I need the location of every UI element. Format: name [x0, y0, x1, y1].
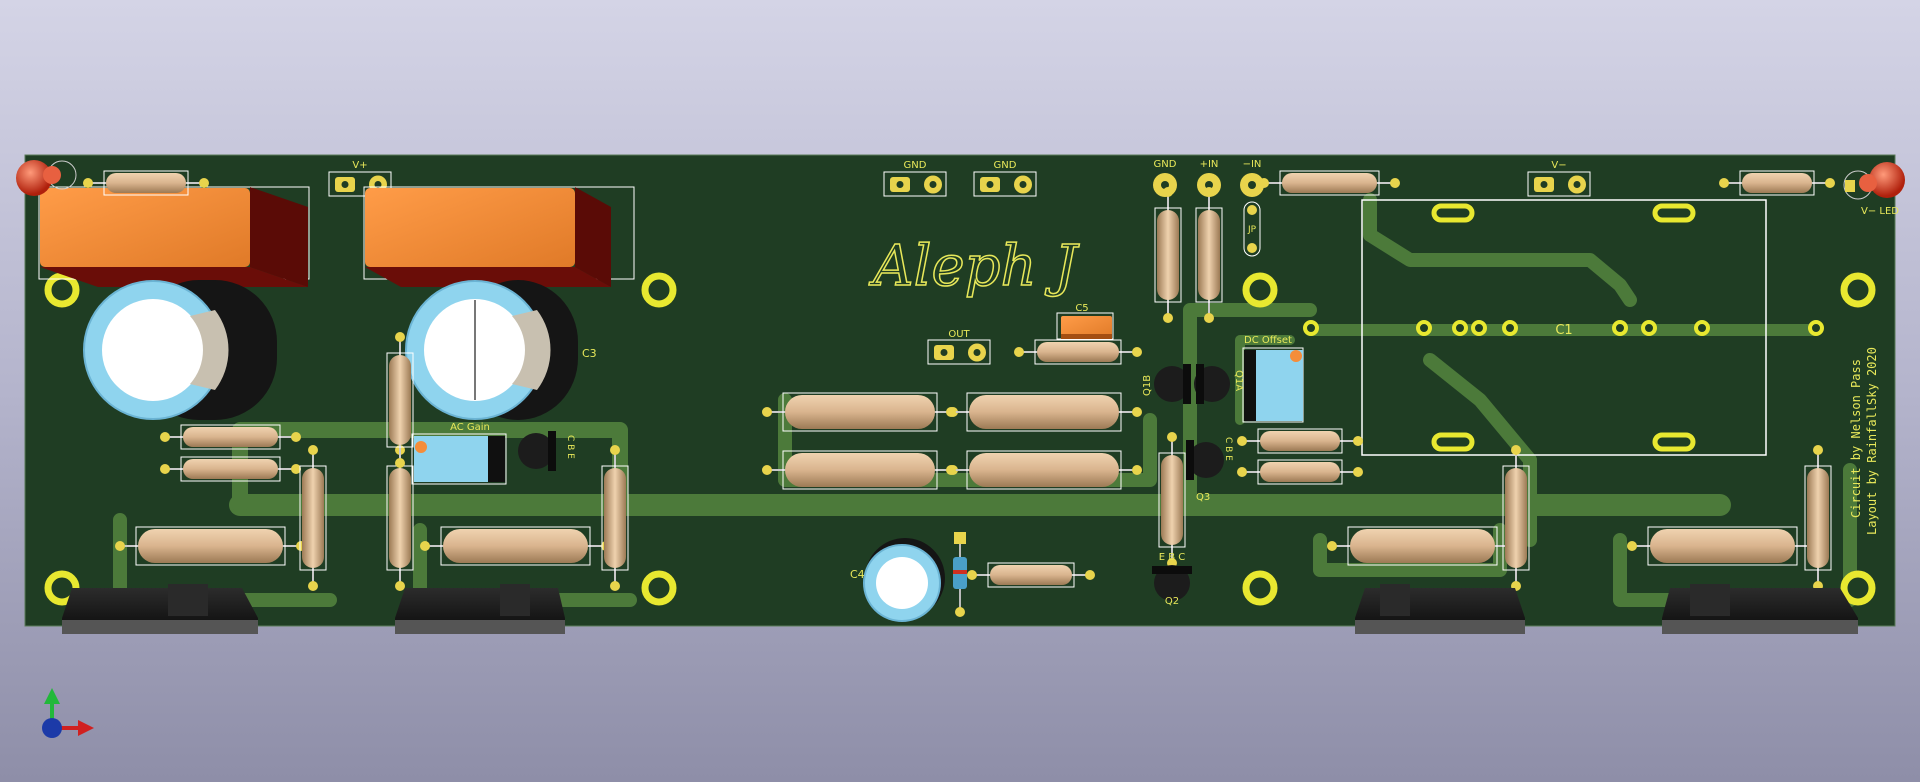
pins-ebc-q2: E B C: [1159, 552, 1186, 563]
film-capacitor-c5[interactable]: C5: [1056, 303, 1114, 340]
transistor-left[interactable]: C B E: [518, 431, 575, 471]
credit-line-2: Layout by RainfallSky 2020: [1865, 347, 1879, 535]
c1-footprint: C1: [1303, 199, 1824, 456]
input-pads[interactable]: GND +IN −IN: [1153, 159, 1264, 197]
resistor-h-4[interactable]: [946, 450, 1142, 490]
electrolytic-capacitor-c3[interactable]: C3: [405, 280, 597, 420]
resistor-v-4[interactable]: [601, 445, 629, 591]
label-dc-offset: DC Offset: [1244, 335, 1292, 346]
label-v-minus: V−: [1551, 160, 1566, 171]
resistor-h-11[interactable]: [1237, 428, 1363, 454]
led-right[interactable]: V− LED: [1843, 162, 1905, 217]
trimmer-dc-offset[interactable]: DC Offset: [1242, 335, 1304, 423]
label-v-plus: V+: [352, 160, 367, 171]
resistor-v-3[interactable]: [386, 332, 414, 468]
connector-gnd-2[interactable]: GND: [973, 160, 1037, 197]
resistor-h-17[interactable]: [83, 170, 209, 196]
resistor-h-15[interactable]: [1014, 339, 1142, 365]
electrolytic-capacitor-c4[interactable]: C4: [850, 538, 945, 622]
resistor-h-7[interactable]: [115, 526, 306, 566]
mosfet-1[interactable]: [62, 584, 258, 634]
diode[interactable]: [953, 532, 967, 617]
transistor-q3[interactable]: Q3 C B E: [1186, 437, 1233, 503]
label-out: OUT: [948, 329, 970, 340]
mosfet-2[interactable]: [395, 584, 565, 634]
label-minus-in: −IN: [1243, 159, 1262, 170]
ref-c5: C5: [1075, 303, 1088, 314]
label-ac-gain: AC Gain: [450, 422, 490, 433]
connector-gnd-1[interactable]: GND: [883, 160, 947, 197]
ref-q2: Q2: [1165, 596, 1179, 607]
resistor-h-2[interactable]: [762, 450, 958, 490]
resistor-v-8[interactable]: [1502, 445, 1530, 591]
label-v-minus-led: V− LED: [1861, 206, 1899, 217]
credit-line-1: Circuit by Nelson Pass: [1849, 359, 1863, 518]
label-gnd-2: GND: [994, 160, 1017, 171]
transistor-q1a[interactable]: Q1A: [1194, 364, 1244, 404]
resistor-h-12[interactable]: [1237, 459, 1363, 485]
ref-c3: C3: [582, 347, 597, 360]
mosfet-3[interactable]: [1355, 584, 1525, 634]
resistor-h-6[interactable]: [160, 456, 301, 482]
label-jp: JP: [1247, 225, 1257, 235]
mosfet-4[interactable]: [1662, 584, 1858, 634]
ref-q3: Q3: [1196, 492, 1210, 503]
ref-c1: C1: [1555, 323, 1572, 338]
film-capacitor-right[interactable]: [363, 186, 635, 287]
resistor-h-3[interactable]: [946, 392, 1142, 432]
label-gnd-in: GND: [1154, 159, 1177, 170]
label-gnd-1: GND: [904, 160, 927, 171]
resistor-h-13[interactable]: [1259, 170, 1400, 196]
resistor-h-14[interactable]: [1719, 170, 1835, 196]
ref-q1b: Q1B: [1142, 375, 1153, 396]
led-left[interactable]: [16, 160, 77, 196]
resistor-v-9[interactable]: [1804, 445, 1832, 591]
resistors-vertical[interactable]: [299, 187, 1832, 591]
axes-gizmo[interactable]: [42, 688, 94, 738]
trimmer-ac-gain[interactable]: AC Gain: [411, 422, 507, 485]
ref-c4: C4: [850, 568, 865, 581]
resistor-v-6[interactable]: [1195, 187, 1223, 323]
label-plus-in: +IN: [1200, 159, 1219, 170]
resistor-h-10[interactable]: [1627, 526, 1818, 566]
resistor-v-5[interactable]: [1154, 187, 1182, 323]
film-capacitor-left[interactable]: [38, 186, 310, 287]
connector-out[interactable]: OUT: [927, 329, 991, 365]
resistors-horizontal[interactable]: [83, 170, 1835, 588]
resistor-h-5[interactable]: [160, 424, 301, 450]
resistor-h-16[interactable]: [967, 562, 1095, 588]
electrolytic-capacitor-left[interactable]: [83, 280, 277, 420]
connector-v-minus[interactable]: V−: [1527, 160, 1591, 197]
board-signature: Aleph J: [868, 234, 1080, 299]
resistor-h-1[interactable]: [762, 392, 958, 432]
resistor-v-1[interactable]: [299, 445, 327, 591]
jumper-jp[interactable]: JP: [1243, 201, 1261, 257]
pins-cbe-q3: C B E: [1223, 437, 1233, 461]
resistor-v-2[interactable]: [386, 445, 414, 591]
pins-cbe-left: C B E: [565, 435, 575, 459]
ref-q1a: Q1A: [1233, 370, 1244, 391]
transistor-q2[interactable]: E B C Q2: [1152, 552, 1192, 607]
transistor-q1b[interactable]: Q1B: [1142, 364, 1191, 404]
